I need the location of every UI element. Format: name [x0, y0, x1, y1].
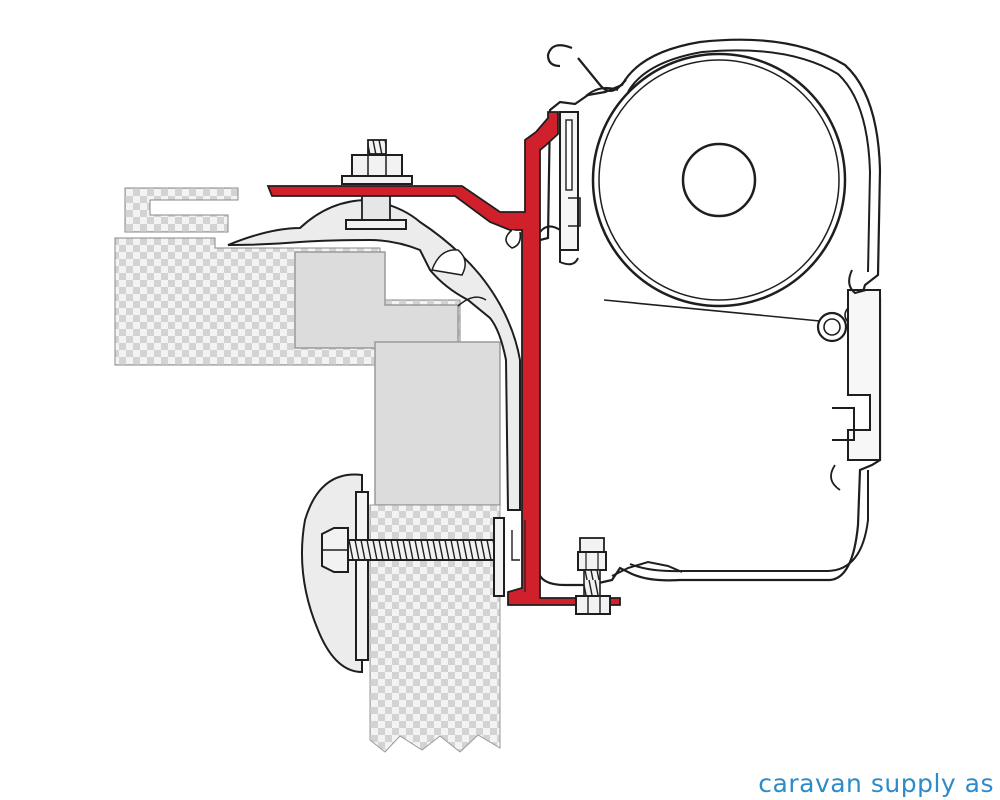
filler-blocks — [294, 251, 501, 506]
adapter-bracket — [266, 111, 621, 606]
fabric-roller — [591, 52, 848, 343]
wall-bolt — [321, 517, 505, 597]
wall-mount-plate — [301, 473, 369, 674]
bottom-bolt — [575, 537, 611, 615]
top-bolt — [341, 139, 413, 230]
watermark-text: caravan supply as — [758, 769, 994, 798]
roof-seal-profile — [227, 198, 521, 511]
wall-panel — [369, 504, 501, 753]
